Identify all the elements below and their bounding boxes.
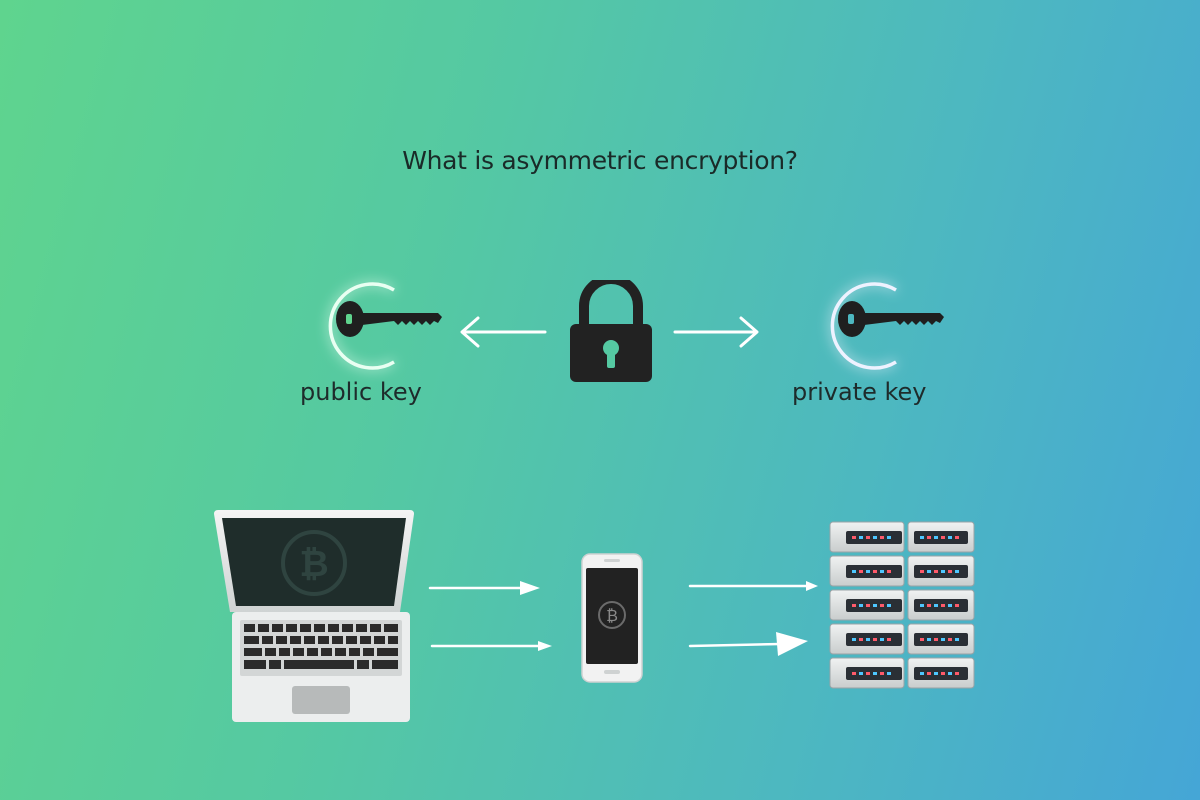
public-key-icon-group — [298, 262, 448, 392]
bottom-arrows — [428, 581, 818, 656]
arrow-right-icon — [428, 581, 540, 595]
private-key-icon-group — [800, 262, 950, 392]
svg-text:₿: ₿ — [606, 606, 618, 625]
laptop-icon: ₿ — [214, 510, 414, 722]
bitcoin-icon: ₿ — [281, 530, 347, 596]
private-key-label: private key — [792, 378, 927, 406]
bitcoin-icon: ₿ — [598, 601, 626, 629]
key-icon — [328, 282, 442, 370]
key-icon — [830, 282, 944, 370]
smartphone-icon: ₿ — [581, 553, 643, 683]
arrow-right-icon — [673, 316, 759, 348]
arrow-right-icon — [430, 641, 552, 651]
top-arrows — [460, 316, 759, 348]
public-key-label: public key — [300, 378, 422, 406]
arrow-left-icon — [460, 316, 547, 348]
server-rack-icon — [829, 521, 975, 689]
arrow-right-icon — [688, 632, 808, 656]
diagram-title: What is asymmetric encryption? — [402, 146, 798, 175]
arrow-right-icon — [688, 581, 818, 591]
svg-text:₿: ₿ — [299, 544, 328, 585]
padlock-icon — [570, 280, 652, 382]
